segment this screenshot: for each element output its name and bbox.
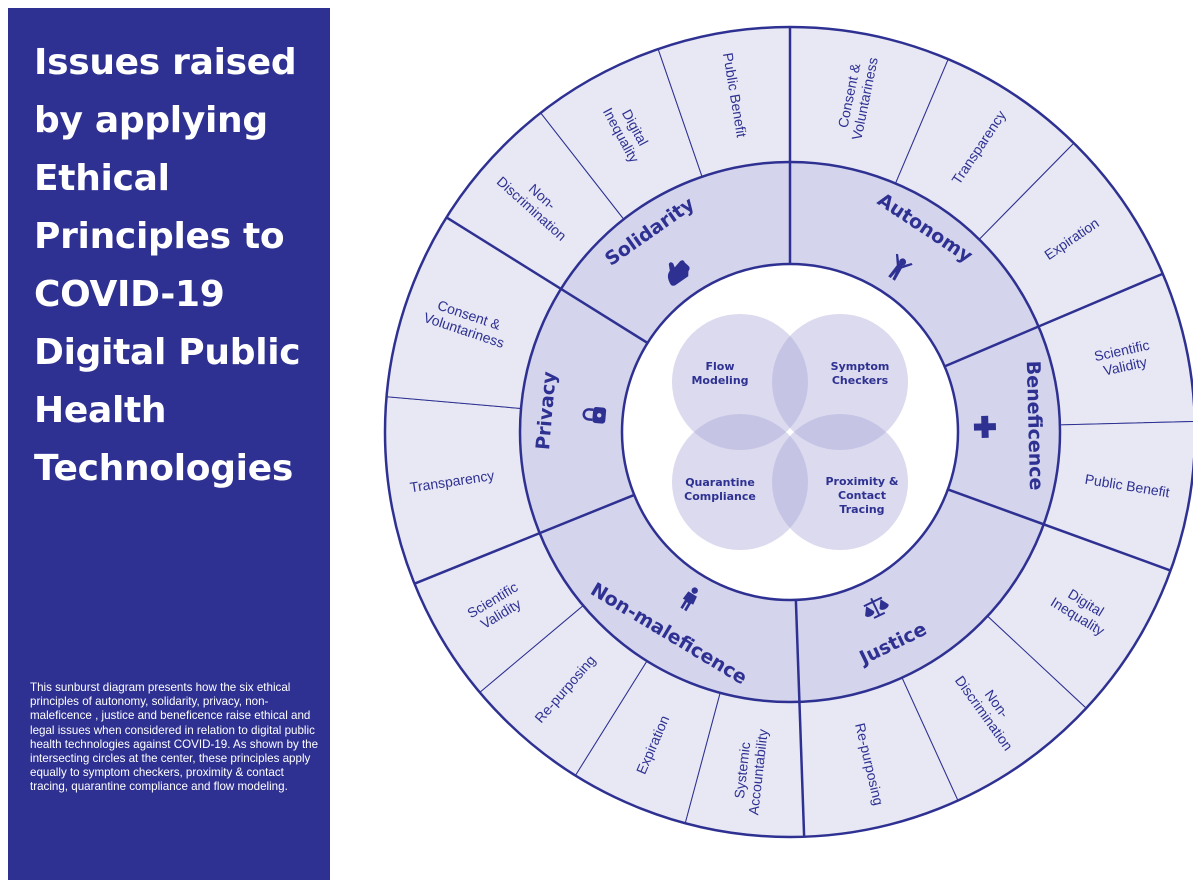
principle-ring: [519, 161, 1061, 703]
person-arms-up-icon: [888, 253, 913, 281]
venn-circle-quarantine-compliance: [672, 414, 808, 550]
principle-label-beneficence: Beneficence: [1022, 360, 1047, 490]
principle-divider: [947, 488, 1172, 572]
page-title: Issues raised by applying Ethical Princi…: [34, 42, 301, 489]
person-standing-icon: [680, 587, 698, 612]
venn-circle-symptom-checkers: [772, 314, 908, 450]
cross-plus-icon: [973, 415, 997, 438]
venn-circle-proximity-contact-tracing: [772, 414, 908, 550]
padlock-icon: [582, 407, 607, 424]
description-text: This sunburst diagram presents how the s…: [30, 681, 319, 794]
side-panel: Issues raised by applying Ethical Princi…: [8, 8, 330, 880]
helping-hand-icon: [667, 260, 690, 286]
principle-divider: [445, 216, 649, 345]
venn-circle-flow-modeling: [672, 314, 808, 450]
outer-ring-segments: Consent &VoluntarinessTransparencyExpira…: [384, 26, 1193, 838]
scales-icon: [863, 596, 889, 619]
center-disc: [620, 262, 960, 602]
principle-divider: [944, 272, 1164, 368]
principle-divider: [414, 493, 635, 585]
issue-label-autonomy-consent-voluntariness: Consent &Voluntariness: [833, 53, 881, 142]
principle-divider: [794, 599, 806, 837]
